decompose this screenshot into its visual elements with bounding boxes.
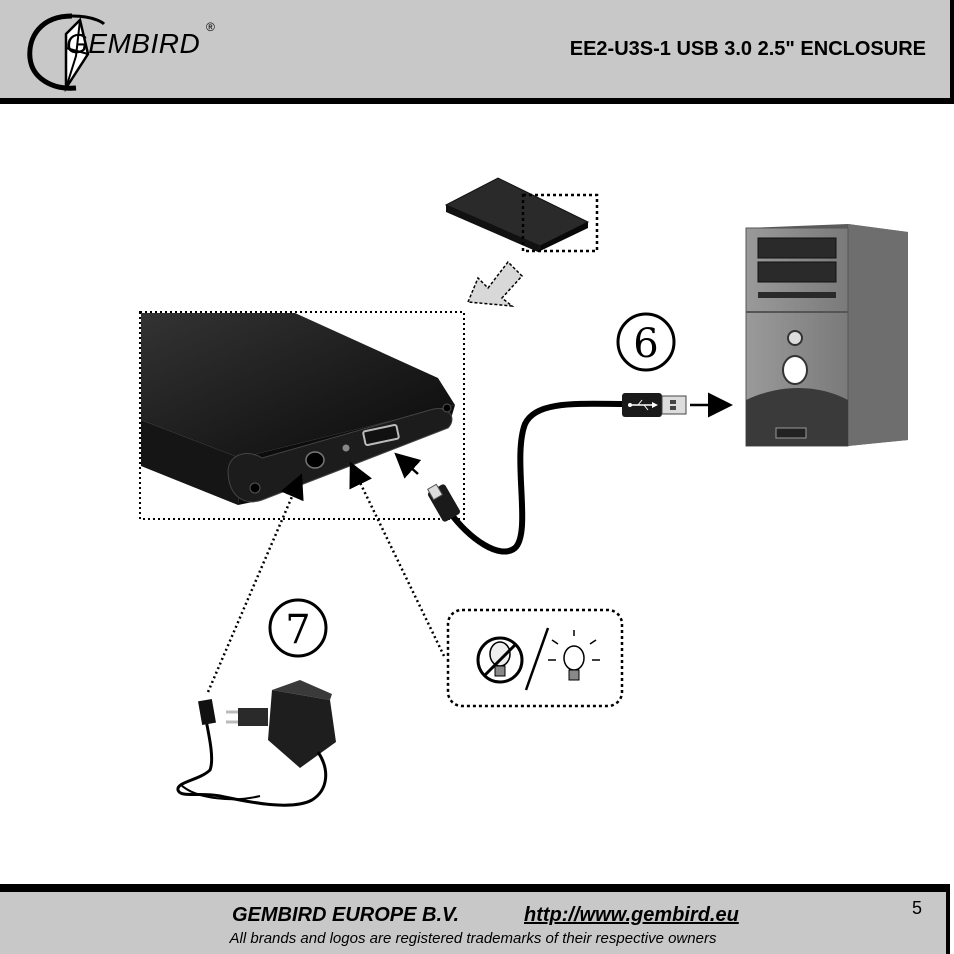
enclosure-thumbnail — [444, 177, 599, 253]
page-footer: GEMBIRD EUROPE B.V. http://www.gembird.e… — [0, 884, 950, 954]
company-name: GEMBIRD EUROPE B.V. — [232, 904, 460, 926]
power-adapter — [176, 680, 336, 807]
usb-icon — [628, 399, 658, 411]
svg-text:6: 6 — [633, 321, 658, 367]
enclosure-closeup — [141, 313, 455, 505]
led-indicator-callout — [446, 608, 624, 708]
connection-diagram: 6 7 — [139, 177, 908, 807]
document-title: EE2-U3S-1 USB 3.0 2.5" ENCLOSURE — [569, 38, 926, 60]
desktop-computer — [745, 224, 908, 447]
trademark-notice: All brands and logos are registered trad… — [229, 930, 717, 947]
logo-wordmark: GEMBIRD — [66, 28, 201, 59]
zoom-arrow — [466, 260, 524, 307]
step-7-badge: 7 — [268, 598, 328, 658]
bulb-off-icon — [476, 636, 524, 684]
company-website-link[interactable]: http://www.gembird.eu — [524, 904, 739, 926]
registered-mark: ® — [206, 20, 215, 34]
page-header: GEMBIRD ® EE2-U3S-1 USB 3.0 2.5" ENCLOSU… — [0, 0, 954, 104]
usb-cable — [426, 392, 733, 555]
step-6-badge: 6 — [616, 312, 676, 372]
zoom-frame — [139, 311, 465, 520]
bulb-on-icon — [548, 630, 600, 681]
svg-text:7: 7 — [285, 607, 310, 653]
page-number: 5 — [912, 898, 923, 918]
gembird-logo — [27, 13, 106, 92]
